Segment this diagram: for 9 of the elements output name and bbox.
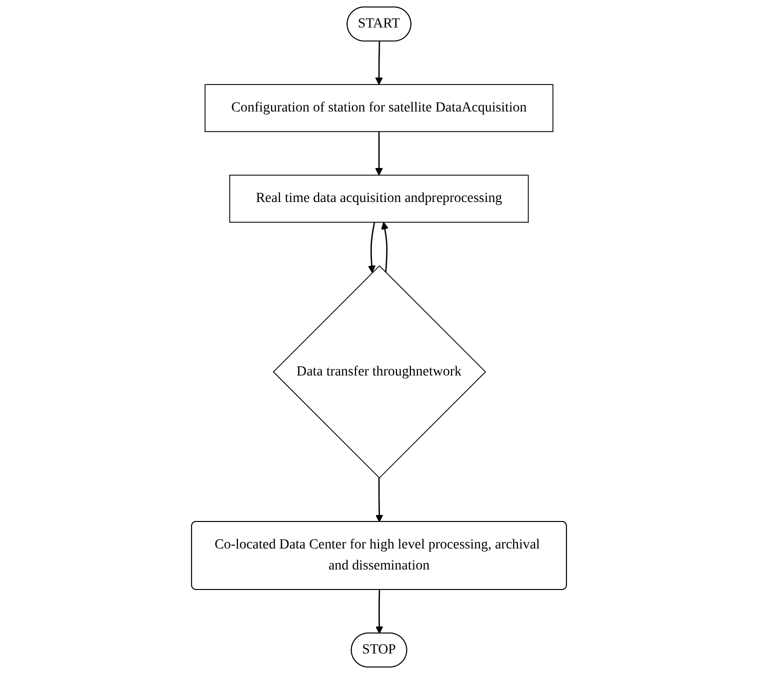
node-box: Real time data acquisition andpreprocessing (229, 174, 529, 223)
arrow (375, 41, 383, 85)
arrow (368, 222, 376, 273)
arrow (375, 132, 383, 176)
node-diamond: Data transfer throughnetwork (272, 265, 486, 478)
arrow (375, 478, 384, 522)
arrow (375, 590, 384, 634)
node-box: Configuration of station for satellite DataAcquisition (204, 84, 554, 132)
arrow (381, 222, 389, 273)
